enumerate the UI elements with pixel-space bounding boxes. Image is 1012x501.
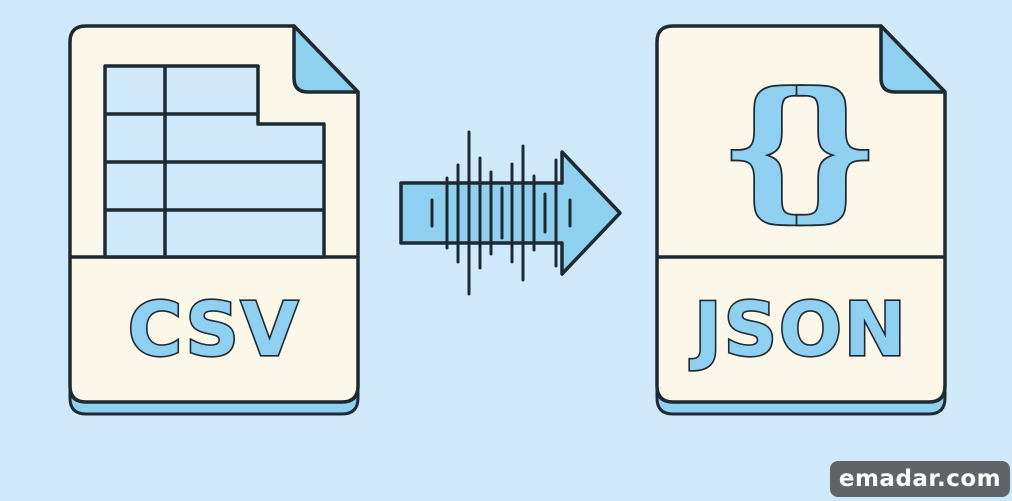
close-brace: }: [784, 60, 880, 236]
csv-label: CSV: [128, 287, 300, 373]
spreadsheet-table-icon: [103, 64, 326, 259]
watermark-label: emadar.com: [830, 461, 1010, 497]
json-label: JSON: [689, 287, 908, 373]
json-file-fold-corner: [879, 24, 947, 94]
soundwave-lines: [430, 130, 572, 296]
json-file-document: { } JSON: [655, 24, 947, 416]
curly-braces-icon: { }: [718, 58, 882, 238]
right-arrow-soundwave-icon: [399, 130, 622, 296]
open-brace: {: [720, 60, 816, 236]
json-file-page: [655, 24, 947, 404]
csv-file-document: CSV: [68, 24, 360, 416]
csv-file-fold-corner: [292, 24, 360, 94]
